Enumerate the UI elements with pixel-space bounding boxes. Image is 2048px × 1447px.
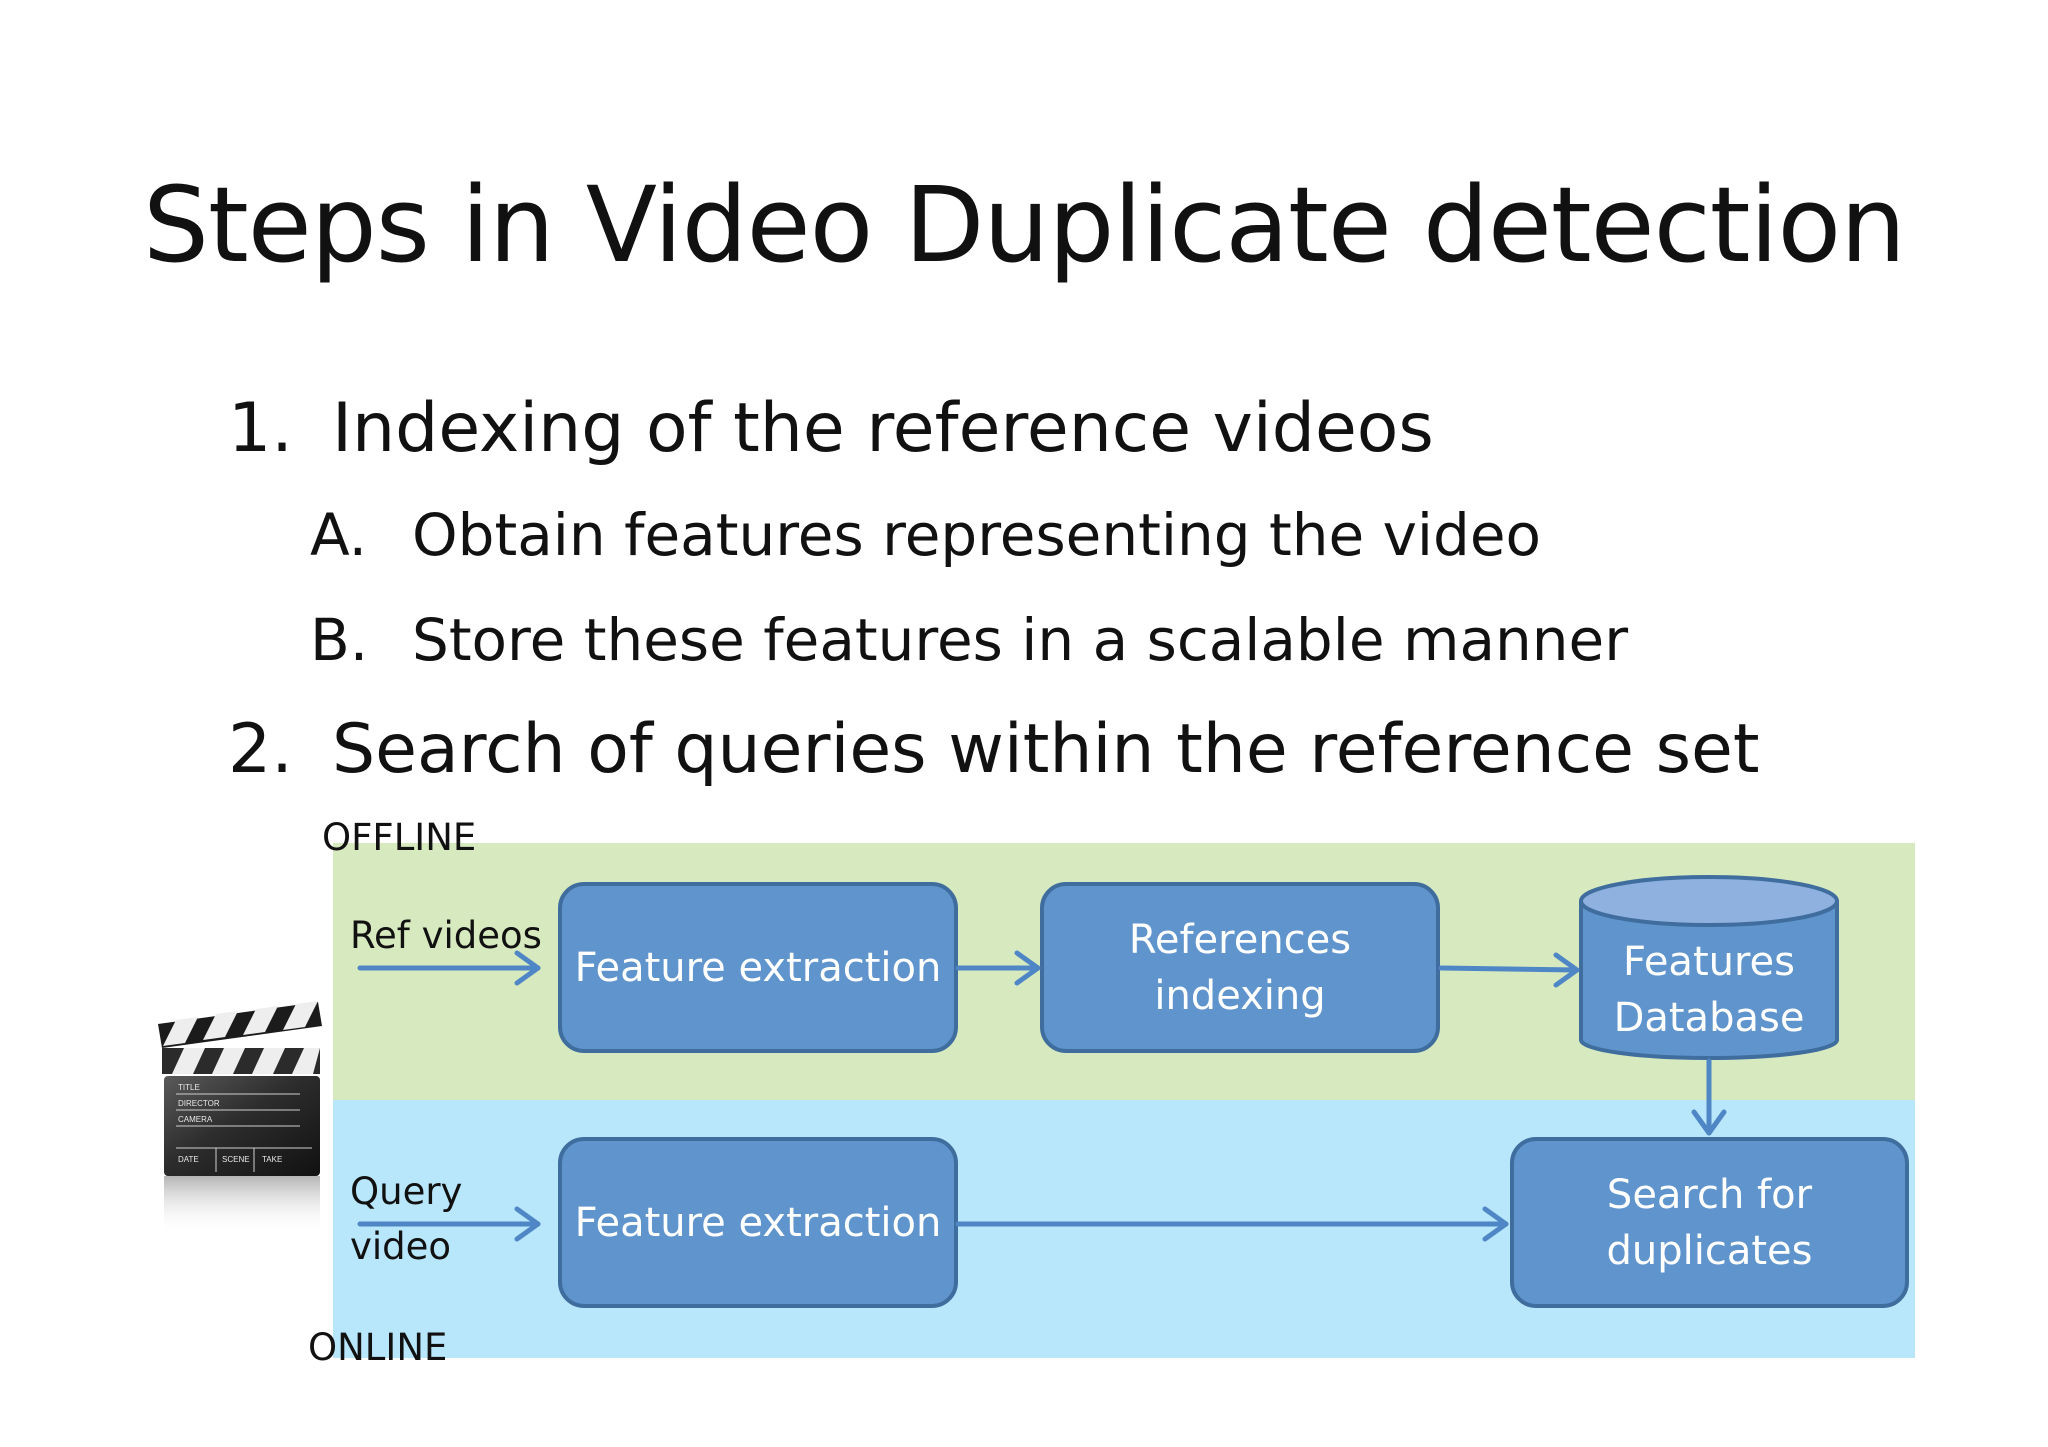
- outline-text: Store these features in a scalable manne…: [412, 606, 1629, 674]
- query-label-line2: video: [350, 1225, 452, 1268]
- outline-number: 1.: [228, 389, 293, 468]
- outline-item-1a: A. Obtain features representing the vide…: [310, 500, 1610, 570]
- outline-number: 2.: [228, 710, 293, 789]
- clapperboard-icon: TITLE DIRECTOR CAMERA DATE SCENE TAKE: [158, 1001, 322, 1234]
- clap-take-label: TAKE: [262, 1155, 282, 1164]
- online-label: ONLINE: [308, 1326, 448, 1369]
- clap-director-label: DIRECTOR: [178, 1099, 220, 1108]
- outline-text: Obtain features representing the video: [412, 501, 1542, 569]
- outline-item-1b: B. Store these features in a scalable ma…: [310, 605, 1710, 675]
- references-indexing-box: References indexing: [1040, 882, 1440, 1053]
- box-label-line1: References: [1128, 916, 1352, 963]
- search-for-duplicates-box: Search for duplicates: [1510, 1137, 1909, 1308]
- outline-number: B.: [310, 606, 369, 674]
- online-feature-extraction-box: Feature extraction: [558, 1137, 958, 1308]
- offline-label: OFFLINE: [322, 816, 477, 859]
- outline-number: A.: [310, 501, 368, 569]
- outline-item-2: 2. Search of queries within the referenc…: [228, 710, 1778, 790]
- outline-item-1: 1. Indexing of the reference videos: [228, 389, 1528, 469]
- clap-camera-label: CAMERA: [178, 1115, 213, 1124]
- outline-text: Indexing of the reference videos: [332, 389, 1434, 468]
- ref-videos-label: Ref videos: [350, 914, 542, 957]
- box-label: Feature extraction: [574, 1199, 942, 1246]
- clap-date-label: DATE: [178, 1155, 199, 1164]
- clap-title-label: TITLE: [178, 1083, 200, 1092]
- query-label-line1: Query: [350, 1170, 463, 1213]
- clap-scene-label: SCENE: [222, 1155, 250, 1164]
- slide-title: Steps in Video Duplicate detection: [142, 164, 1906, 286]
- box-label-line1: Search for: [1606, 1171, 1813, 1218]
- features-database-label-line2: Database: [1613, 995, 1805, 1041]
- outline-text: Search of queries within the reference s…: [332, 710, 1760, 789]
- features-database-label-line1: Features: [1623, 939, 1795, 985]
- box-label: Feature extraction: [574, 944, 942, 991]
- offline-feature-extraction-box: Feature extraction: [558, 882, 958, 1053]
- box-label-line2: indexing: [1154, 972, 1326, 1019]
- box-label-line2: duplicates: [1606, 1227, 1813, 1274]
